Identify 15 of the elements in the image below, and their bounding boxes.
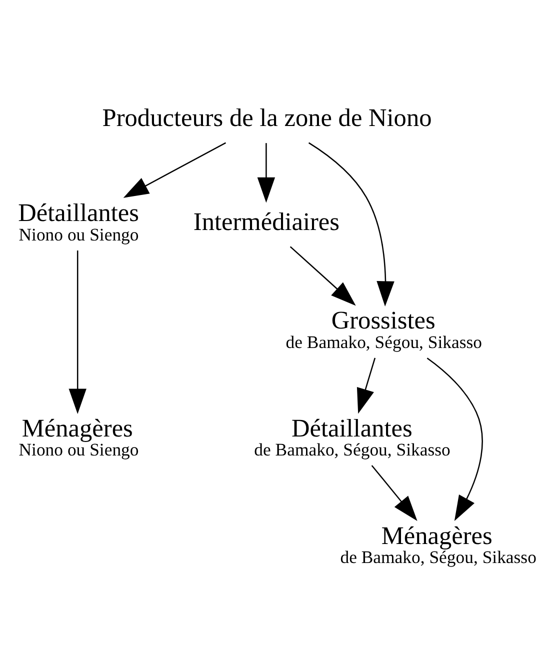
node-text: Détaillantes de Bamako, Ségou, Sikasso [254, 414, 450, 460]
node-text: Producteurs de la zone de Niono [102, 104, 432, 132]
arrow [257, 143, 276, 203]
arrow [308, 142, 394, 307]
node-text: Détaillantes Niono ou Siengo [18, 199, 139, 244]
arrow [123, 142, 226, 198]
node-text: Intermédiaires [193, 208, 340, 236]
arrow [356, 358, 376, 414]
arrow [371, 465, 418, 522]
arrow [290, 246, 356, 306]
node-text: Ménagères Niono ou Siengo [18, 414, 139, 460]
arrow [68, 250, 86, 414]
node-text: Grossistes de Bamako, Ségou, Sikasso [286, 306, 482, 352]
arrow [426, 358, 483, 521]
node-text: Ménagères de Bamako, Ségou, Sikasso [340, 522, 536, 568]
